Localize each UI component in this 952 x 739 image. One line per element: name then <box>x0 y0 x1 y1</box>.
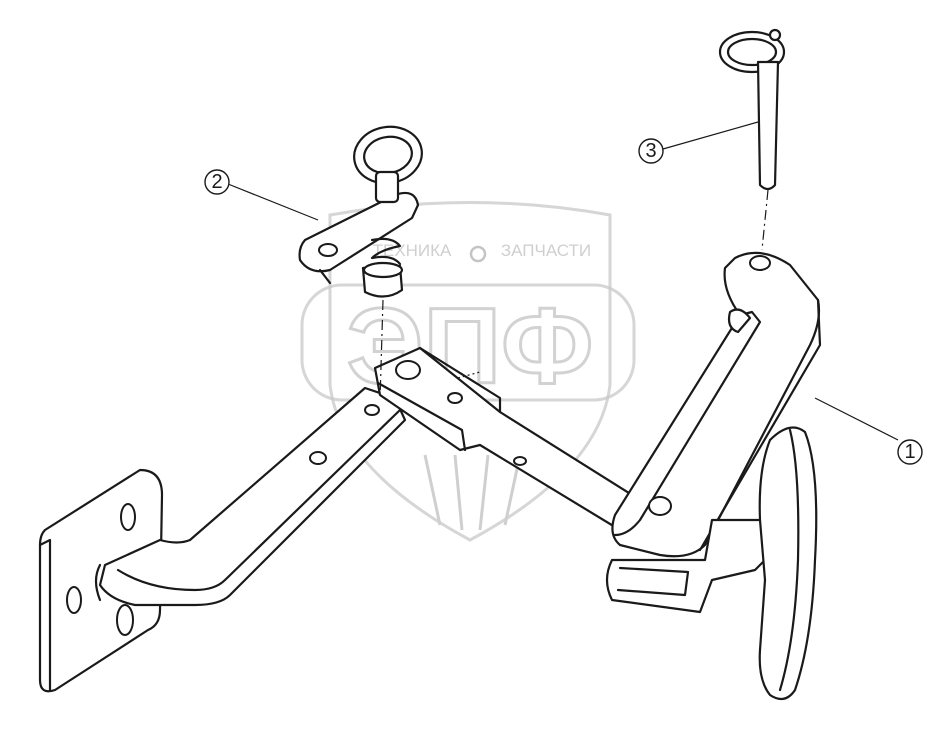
hitch-pin <box>718 28 786 251</box>
watermark-word-left: ТЕХНИКА <box>373 241 452 260</box>
callout-2-label: 2 <box>211 171 222 193</box>
callout-2: 2 <box>204 169 319 221</box>
bent-arm <box>98 386 407 607</box>
ring-pin-small <box>353 125 423 204</box>
spring-and-nut <box>361 237 404 401</box>
callout-3-label: 3 <box>645 140 656 162</box>
locking-plate <box>298 191 420 285</box>
watermark-grain-stalks <box>423 454 522 531</box>
callout-1: 1 <box>814 397 923 465</box>
lever-arm <box>611 251 822 558</box>
gear-icon <box>469 245 487 263</box>
watermark-word-right: ЗАПЧАСТИ <box>501 241 591 260</box>
callout-1-label: 1 <box>904 441 915 463</box>
callout-3: 3 <box>638 121 759 164</box>
t-handle <box>605 426 818 701</box>
